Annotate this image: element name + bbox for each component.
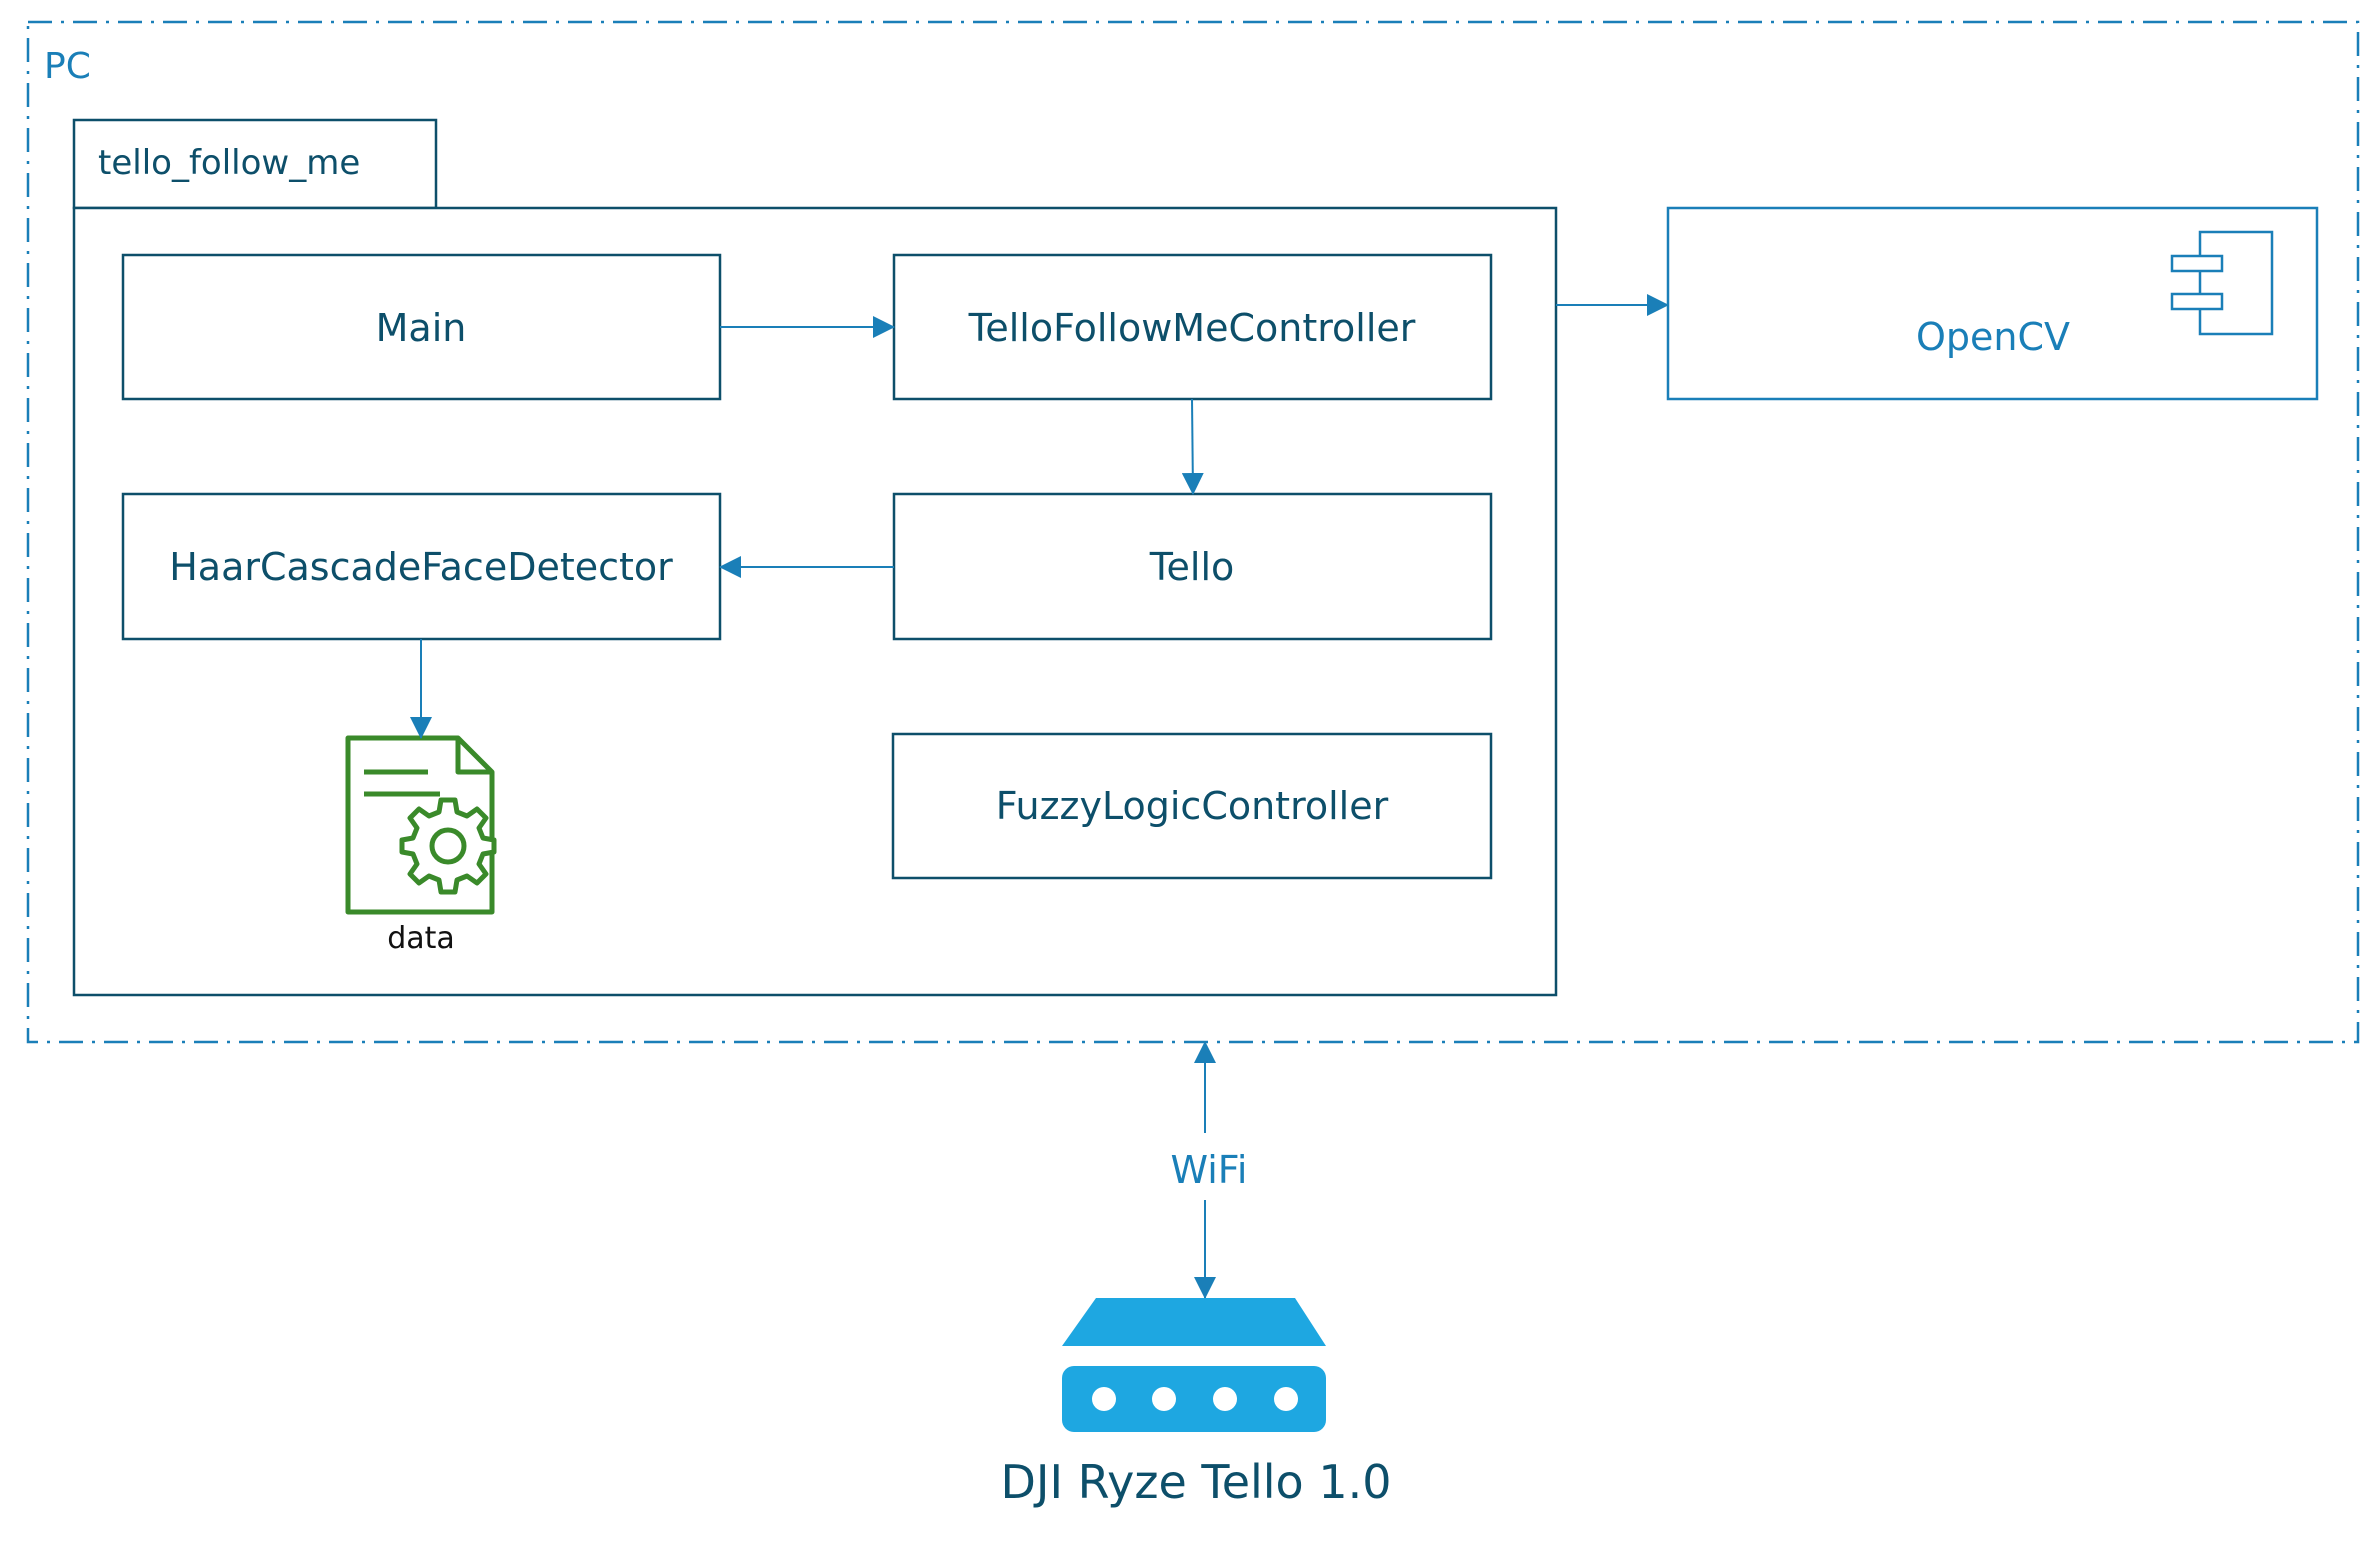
wifi-label: WiFi <box>1171 1148 1248 1192</box>
package-label: tello_follow_me <box>98 143 360 183</box>
detector-box[interactable] <box>121 492 722 641</box>
opencv-label: OpenCV <box>1916 315 2070 359</box>
device-label: DJI Ryze Tello 1.0 <box>1001 1455 1392 1509</box>
router-icon <box>1062 1298 1326 1432</box>
controller-to-tello-arrow <box>1181 398 1204 495</box>
document-gear-icon <box>345 735 497 915</box>
pc-boundary <box>26 20 2360 1044</box>
detector-label: HaarCascadeFaceDetector <box>169 545 673 589</box>
data-label: data <box>387 921 455 956</box>
fuzzy-box[interactable] <box>891 732 1493 880</box>
controller-label: TelloFollowMeController <box>968 306 1416 350</box>
tello-label: Tello <box>1149 545 1235 589</box>
main-label: Main <box>376 306 467 350</box>
pc-label: PC <box>44 46 91 87</box>
uml-component-icon <box>2170 230 2274 336</box>
main-box[interactable] <box>121 253 722 401</box>
controller-box[interactable] <box>892 253 1493 401</box>
package-tab <box>72 118 438 210</box>
fuzzy-label: FuzzyLogicController <box>996 784 1389 828</box>
